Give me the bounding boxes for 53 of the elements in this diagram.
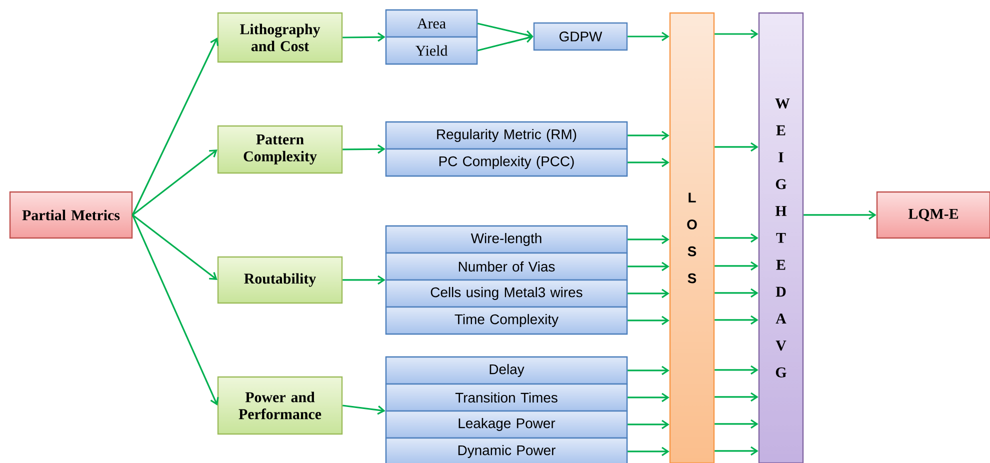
metric-cell: PC Complexity (PCC) — [385, 148, 628, 177]
arrow — [714, 446, 758, 456]
arrow — [714, 315, 758, 325]
arrow — [714, 419, 758, 429]
arrow — [477, 34, 534, 52]
result-box: LQM-E — [876, 191, 990, 239]
metric-cell: Cells using Metal3 wires — [385, 279, 628, 308]
arrow — [628, 32, 670, 42]
metric-cell: Leakage Power — [385, 410, 628, 439]
metric-cell: Transition Times — [385, 383, 628, 412]
category-box: Power and Performance — [217, 376, 343, 435]
arrow — [132, 214, 218, 280]
arrow — [628, 420, 670, 430]
weighted-average-bar: W E I G H T E D A V G — [758, 12, 804, 463]
arrow — [342, 144, 386, 154]
metric-cell: Dynamic Power — [385, 437, 628, 463]
arrow — [714, 288, 758, 298]
category-box: Routability — [217, 256, 343, 304]
loss-bar: L O S S — [669, 12, 715, 463]
arrow — [342, 404, 386, 415]
arrow — [628, 262, 670, 272]
arrow — [628, 288, 670, 298]
metric-cell: Area — [385, 9, 478, 38]
arrow — [714, 365, 758, 375]
arrow — [628, 130, 670, 140]
root-box: Partial Metrics — [9, 191, 133, 239]
category-box: Lithography and Cost — [217, 12, 343, 63]
arrow — [714, 261, 758, 271]
metric-cell: Yield — [385, 36, 478, 65]
metric-cell: Delay — [385, 356, 628, 385]
arrow — [342, 275, 386, 285]
arrow — [628, 316, 670, 326]
arrow — [628, 366, 670, 376]
arrow — [342, 32, 386, 42]
metric-cell: Number of Vias — [385, 252, 628, 281]
arrow — [477, 22, 534, 40]
metric-cell: Regularity Metric (RM) — [385, 121, 628, 150]
arrow — [714, 29, 758, 39]
arrow — [804, 210, 876, 220]
metric-cell: Wire-length — [385, 225, 628, 254]
arrow — [628, 446, 670, 456]
arrow — [714, 142, 758, 152]
arrow — [132, 214, 219, 406]
arrow — [714, 233, 758, 243]
metric-box: GDPW — [533, 22, 628, 51]
arrow — [132, 37, 219, 216]
arrow — [628, 158, 670, 168]
arrow — [132, 149, 218, 216]
category-box: Pattern Complexity — [217, 125, 343, 174]
metric-cell: Time Complexity — [385, 306, 628, 335]
arrow — [628, 392, 670, 402]
arrow — [628, 234, 670, 244]
arrow — [714, 392, 758, 402]
